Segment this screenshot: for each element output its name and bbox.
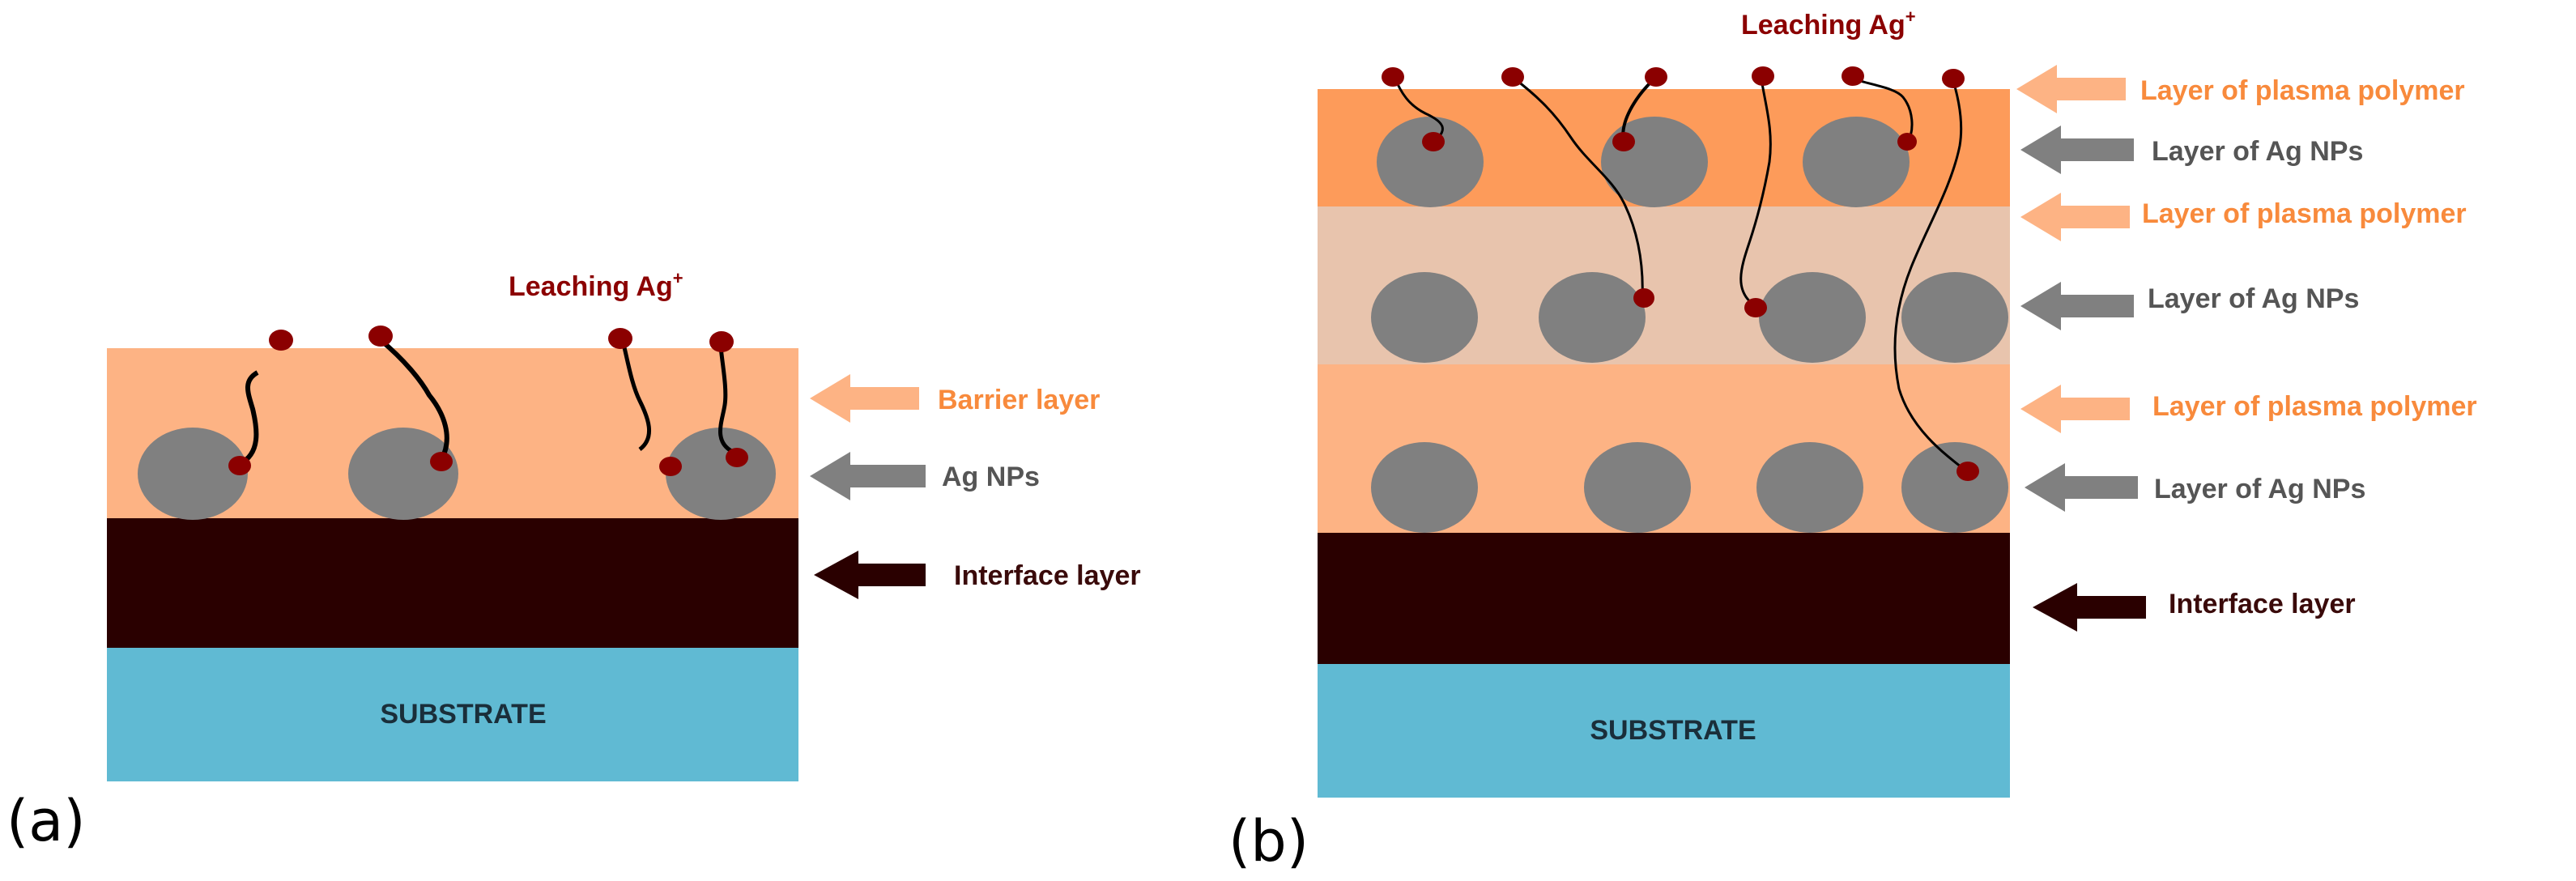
np-label-1: Layer of Ag NPs xyxy=(2152,136,2363,167)
ag-np xyxy=(1803,117,1910,207)
interface-label-b: Interface layer xyxy=(2169,589,2356,619)
ag-ion xyxy=(1382,67,1404,87)
plasma-label-1: Layer of plasma polymer xyxy=(2140,75,2465,106)
ag-np xyxy=(1759,272,1866,363)
interface-arrow-b xyxy=(2033,583,2146,632)
plasma-arrow-3 xyxy=(2020,385,2130,433)
panel-a-label: (a) xyxy=(6,788,86,854)
leaching-path xyxy=(238,370,259,466)
ag-ion xyxy=(1645,67,1667,87)
plasma-label-3: Layer of plasma polymer xyxy=(2152,391,2477,422)
ag-np xyxy=(1901,442,2008,533)
plasma-label-2: Layer of plasma polymer xyxy=(2142,198,2467,229)
substrate-layer-b xyxy=(1318,664,2010,798)
ag-ion xyxy=(430,452,453,471)
ag-ion xyxy=(709,331,734,352)
ag-np xyxy=(1371,442,1478,533)
ag-ion xyxy=(1842,66,1864,86)
leaching-label-b: Leaching Ag+ xyxy=(1741,6,1916,40)
leaching-path xyxy=(718,346,734,454)
panel-b-label: (b) xyxy=(1228,808,1309,875)
panel-a: Leaching Ag+ Barrier layer Ag NPs Interf… xyxy=(6,268,1141,854)
ag-ion xyxy=(1612,132,1635,151)
ag-np xyxy=(666,428,776,520)
ag-np xyxy=(1601,117,1708,207)
ag-np xyxy=(138,428,248,520)
ag-ion xyxy=(1501,67,1524,87)
ag-ion xyxy=(1956,462,1979,481)
ag-ion xyxy=(1744,298,1767,317)
ag-np xyxy=(1539,272,1646,363)
np-arrow xyxy=(810,452,926,500)
ag-ion xyxy=(726,448,748,467)
interface-layer-a xyxy=(107,518,798,648)
plasma-arrow-1 xyxy=(2016,65,2126,113)
ag-ion xyxy=(1633,288,1654,308)
np-arrow-3 xyxy=(2025,463,2138,512)
np-label-a: Ag NPs xyxy=(942,462,1040,492)
plasma-arrow-2 xyxy=(2020,193,2130,241)
barrier-label: Barrier layer xyxy=(938,385,1100,415)
leaching-path xyxy=(621,343,652,451)
substrate-label-a: SUBSTRATE xyxy=(380,699,546,730)
np-arrow-1 xyxy=(2020,126,2134,174)
leaching-path xyxy=(1893,80,1969,474)
leaching-path xyxy=(1852,77,1914,145)
ag-ion xyxy=(269,330,293,351)
interface-arrow xyxy=(814,551,926,599)
np-label-3: Layer of Ag NPs xyxy=(2154,474,2365,504)
leaching-path xyxy=(1514,77,1644,299)
barrier-arrow xyxy=(810,374,919,423)
ag-np xyxy=(1901,272,2008,363)
panel-b: Leaching Ag+ Layer of plasma polymer Lay… xyxy=(1228,6,2477,875)
ag-ion xyxy=(368,326,393,347)
interface-label-a: Interface layer xyxy=(954,560,1141,591)
ag-ion xyxy=(1897,133,1917,151)
np-arrow-2 xyxy=(2020,282,2134,330)
ag-ion xyxy=(1942,69,1965,88)
ag-np xyxy=(1756,442,1863,533)
leaching-path xyxy=(1393,76,1444,143)
ag-ion xyxy=(228,456,251,475)
substrate-layer-a xyxy=(107,648,798,781)
leaching-label-a: Leaching Ag+ xyxy=(509,268,683,302)
ag-np xyxy=(1377,117,1484,207)
ag-ion xyxy=(1752,66,1774,86)
substrate-label-b: SUBSTRATE xyxy=(1590,715,1756,746)
np-label-2: Layer of Ag NPs xyxy=(2148,283,2359,314)
ag-np xyxy=(1371,272,1478,363)
interface-layer-b xyxy=(1318,533,2010,664)
ag-ion xyxy=(1422,132,1445,151)
ag-ion xyxy=(608,328,632,349)
leaching-path xyxy=(379,338,449,462)
ag-np xyxy=(1584,442,1691,533)
ag-np xyxy=(348,428,458,520)
leaching-path xyxy=(1739,78,1772,308)
ag-ion xyxy=(659,457,682,476)
